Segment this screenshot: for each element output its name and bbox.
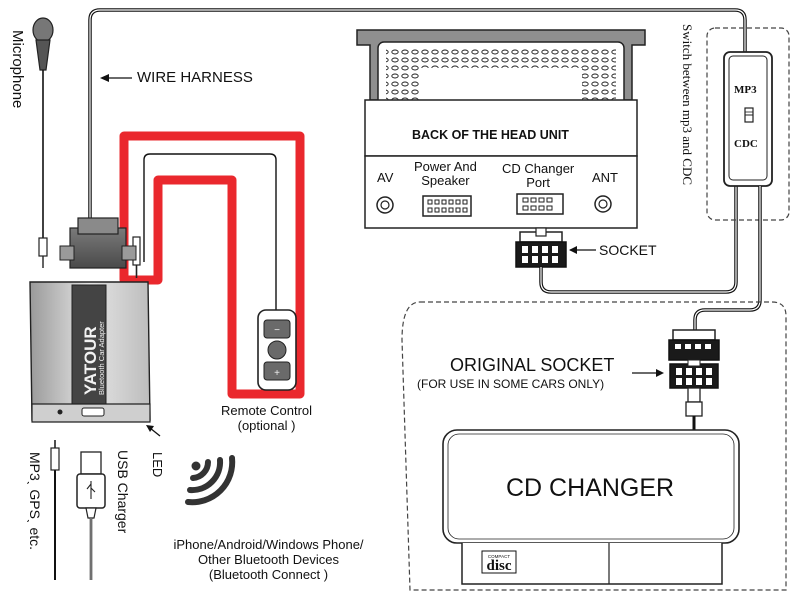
original-socket-note: (FOR USE IN SOME CARS ONLY)	[417, 377, 605, 391]
switch-note-label: Switch between mp3 and CDC	[680, 24, 695, 186]
cd-changer-port	[516, 193, 564, 215]
socket-label: SOCKET	[599, 242, 657, 258]
brand-text: YATOUR	[81, 326, 100, 395]
original-socket-top	[668, 329, 720, 361]
usb-cable	[76, 451, 106, 580]
power-speaker-label: Power And Speaker	[414, 159, 477, 188]
remote-control: − +	[257, 309, 297, 391]
remote-control-label: Remote Control (optional )	[221, 403, 313, 433]
cd-changer-dashed-area	[401, 301, 787, 591]
cd-changer-unit	[442, 429, 740, 585]
aux-cable	[50, 440, 60, 580]
head-unit-label: BACK OF THE HEAD UNIT	[412, 128, 569, 142]
red-highlight-path	[119, 131, 305, 399]
bluetooth-adapter	[29, 217, 151, 423]
svg-text:−: −	[274, 325, 280, 336]
switch-cdc-label: CDC	[734, 138, 758, 150]
original-socket-bottom	[669, 359, 719, 430]
brand-subtext: Bluetooth Car Adapter	[97, 321, 106, 395]
mp3-cdc-switch	[723, 51, 773, 187]
ant-label: ANT	[592, 170, 618, 185]
switch-dashed-box	[706, 27, 790, 221]
led-label: LED	[150, 452, 165, 478]
bluetooth-waves-icon	[185, 455, 236, 506]
svg-text:+: +	[274, 368, 280, 379]
switch-mp3-label: MP3	[734, 84, 757, 96]
av-label: AV	[377, 170, 394, 185]
usb-charger-label: USB Charger	[115, 450, 131, 534]
power-speaker-connector	[422, 195, 472, 217]
cd-changer-label: CD CHANGER	[506, 474, 675, 502]
original-socket-label: ORIGINAL SOCKET	[450, 355, 615, 375]
microphone	[32, 17, 54, 268]
compact-disc-logo-icon	[481, 550, 517, 574]
microphone-label: Microphone	[9, 30, 26, 109]
svg-text:COMPACT: COMPACT	[488, 554, 510, 559]
head-unit	[356, 29, 646, 229]
bluetooth-devices-label: iPhone/Android/Windows Phone/ Other Blue…	[173, 537, 364, 582]
compact-disc-logo-text: disc	[486, 558, 511, 574]
cd-changer-port-label: CD Changer Port	[502, 161, 575, 190]
wire-harness-label: WIRE HARNESS	[137, 69, 253, 86]
mp3-gps-label: MP3ˎ GPSˎ etc.	[27, 452, 43, 551]
socket-connector	[515, 227, 567, 268]
